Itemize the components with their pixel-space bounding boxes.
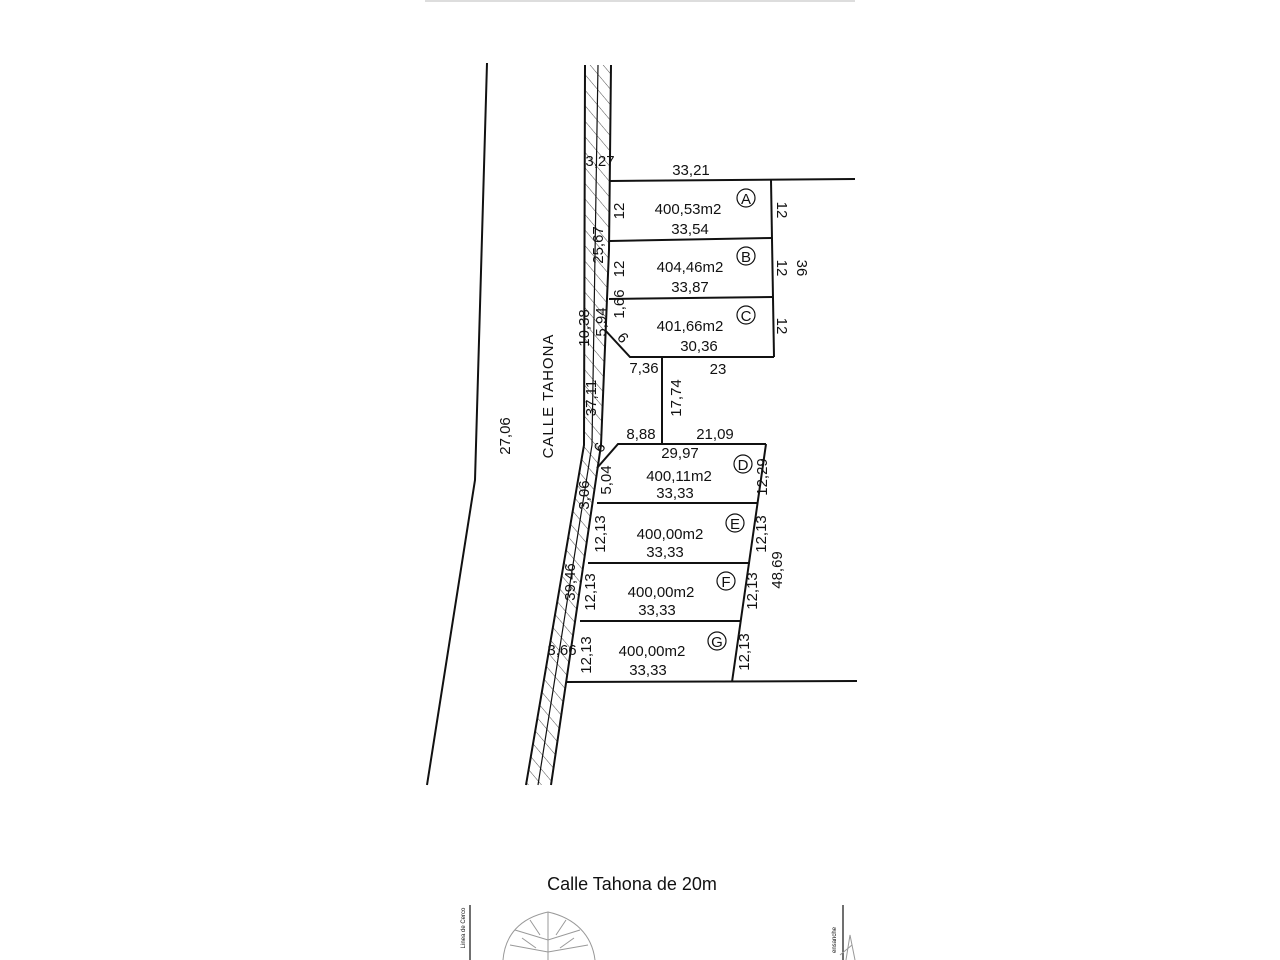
ensanche-label: ensanche	[832, 926, 838, 953]
dim-top-edge: 33,21	[672, 162, 710, 179]
top-boundary	[609, 178, 856, 182]
lot-d-circle	[733, 454, 753, 474]
dim-a-front: 12	[611, 203, 628, 220]
lower-boundary	[566, 680, 858, 683]
dim-front-ab: 25,67	[590, 226, 607, 264]
dim-c-back: 12	[773, 318, 790, 335]
lot-e-circle	[725, 513, 745, 533]
lot-g-area: 400,00m2	[619, 643, 686, 660]
tree-icon	[502, 911, 596, 960]
road-left-edge	[426, 62, 488, 786]
dim-b-back: 12	[773, 260, 790, 277]
dim-c-front-chamfer: 5,94	[593, 307, 610, 336]
plan-caption: Calle Tahona de 20m	[547, 874, 717, 894]
dim-back-total-defg: 48,69	[769, 551, 786, 589]
dim-e-back: 12,13	[753, 515, 770, 553]
dim-back-total-abc: 36	[793, 260, 810, 277]
lot-c-letter: C	[741, 308, 752, 325]
lot-d-letter: D	[738, 457, 749, 474]
lot-a-back-edge	[770, 179, 775, 358]
dim-passage-left: 7,36	[629, 360, 658, 377]
lot-d-area: 400,11m2	[646, 468, 712, 485]
dim-front-upper-total: 10,38	[576, 309, 593, 347]
lot-e-letter: E	[730, 516, 740, 533]
dim-offset-306: 3,06	[576, 480, 593, 509]
lot-frontage-line	[550, 64, 612, 786]
shrub-icon	[839, 934, 856, 960]
lot-g-circle	[707, 631, 727, 651]
dim-f-back: 12,13	[744, 572, 761, 610]
setback-strip-left-edge	[525, 64, 586, 786]
lot-c-bottom-edge	[604, 329, 774, 358]
setback-strip-mid-line	[537, 64, 599, 786]
lot-b-circle	[736, 246, 756, 266]
lot-c-circle	[736, 305, 756, 325]
lot-a-letter: A	[741, 191, 751, 208]
dim-g-back: 12,13	[736, 633, 753, 671]
fence-label: Linea de Cerco	[461, 907, 467, 948]
lot-e-area: 400,00m2	[637, 526, 704, 543]
dim-front-lower-total: 39,46	[562, 563, 579, 601]
dim-d-top-left: 8,88	[626, 426, 655, 443]
lot-a-area: 400,53m2	[655, 201, 722, 218]
lot-g-depth: 33,33	[629, 662, 667, 679]
dim-road-width: 27,06	[497, 417, 514, 455]
lot-b-letter: B	[741, 249, 751, 266]
lot-b-area: 404,46m2	[657, 259, 724, 276]
dim-d-top-total: 29,97	[661, 445, 699, 462]
dim-passage-length: 17,74	[668, 379, 685, 417]
dim-d-top-right: 21,09	[696, 426, 734, 443]
lot-e-depth: 33,33	[646, 544, 684, 561]
dim-a-back: 12	[773, 202, 790, 219]
lot-b-depth: 33,87	[671, 279, 709, 296]
lot-f-circle	[716, 571, 736, 591]
lot-b-c-divider	[608, 296, 774, 300]
dim-d-back: 12,29	[754, 458, 771, 496]
dim-f-front: 12,13	[582, 573, 599, 611]
lot-a-b-divider	[609, 237, 773, 242]
dim-d-front: 5,04	[598, 465, 615, 494]
lot-a-depth: 33,54	[671, 221, 709, 238]
lot-d-top-edge	[596, 443, 766, 469]
lot-c-area: 401,66m2	[657, 318, 724, 335]
lot-a-circle	[736, 188, 756, 208]
dim-front-passage: 37,11	[583, 380, 600, 416]
lot-d-depth: 33,33	[656, 485, 694, 502]
dim-passage-right: 23	[710, 361, 727, 378]
lot-g-letter: G	[711, 634, 723, 651]
dim-top-offset: 3,27	[585, 153, 614, 170]
setback-strip	[526, 65, 611, 785]
dim-chamfer-c: 6	[613, 329, 631, 346]
lot-f-letter: F	[721, 574, 730, 591]
dim-e-front: 12,13	[592, 515, 609, 553]
lot-c-depth: 30,36	[680, 338, 718, 355]
dim-c-front-short: 1,66	[611, 289, 628, 318]
lot-f-area: 400,00m2	[628, 584, 695, 601]
dim-bottom-offset: 3,66	[547, 642, 576, 659]
dim-g-front: 12,13	[578, 636, 595, 674]
street-label: CALLE TAHONA	[540, 334, 557, 459]
dim-b-front: 12	[611, 261, 628, 278]
lot-f-depth: 33,33	[638, 602, 676, 619]
